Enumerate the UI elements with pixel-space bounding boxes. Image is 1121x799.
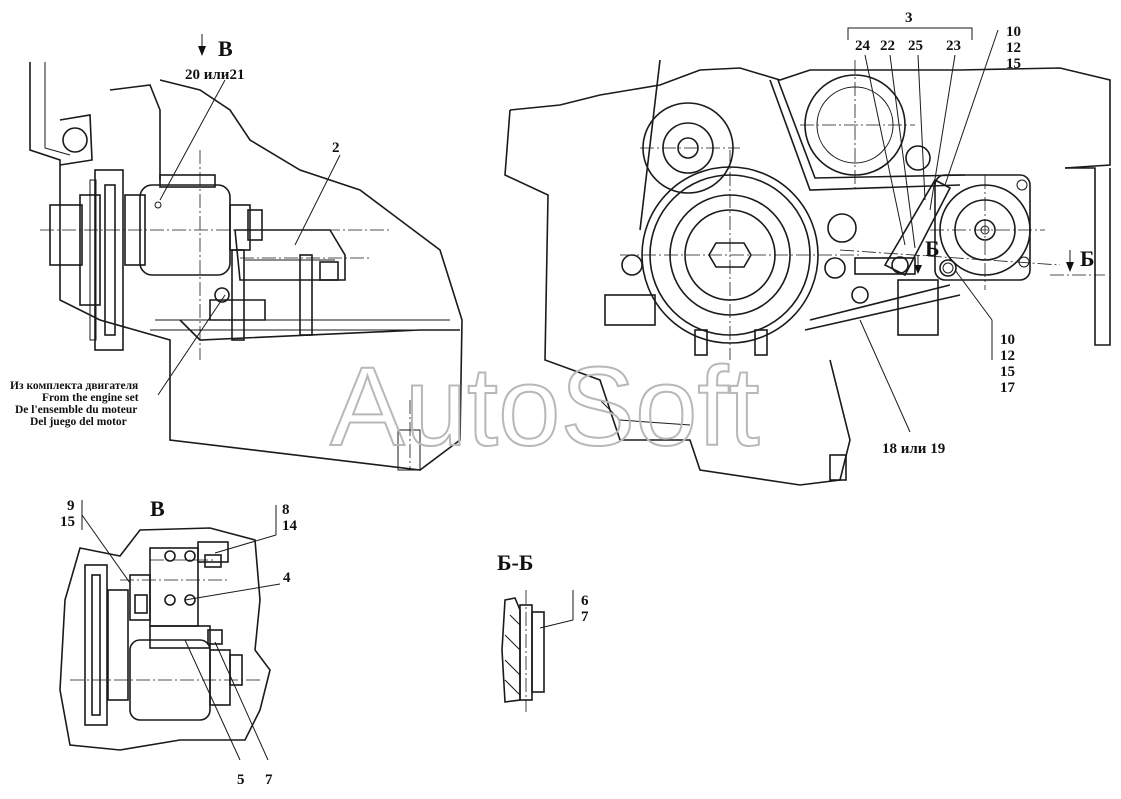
callout-23: 23 [946,38,961,54]
callout-25: 25 [908,38,923,54]
callout-9: 9 [67,498,75,514]
engine-set-note-en: From the engine set [42,392,139,404]
section-b-b [501,590,574,712]
callout-24: 24 [855,38,871,54]
callout-5: 5 [237,772,245,788]
callout-14: 14 [282,518,298,534]
callout-7-section: 7 [581,609,589,625]
callout-12-top: 12 [1006,40,1021,56]
engine-set-note: Из комплекта двигателя From the engine s… [10,380,139,428]
detail-view-v [59,500,281,761]
callout-22: 22 [880,38,895,54]
callout-2: 2 [332,140,340,156]
callout-6: 6 [581,593,589,609]
left-compressor-view [29,34,463,471]
callout-18-or-19: 18 или 19 [882,441,945,457]
callout-3: 3 [905,10,913,26]
right-engine-view [504,27,1111,486]
callout-4: 4 [283,570,291,586]
callout-17: 17 [1000,380,1016,396]
engine-set-note-fr: De l'ensemble du moteur [15,404,137,416]
callout-10-top: 10 [1006,24,1021,40]
callout-15-top: 15 [1006,56,1021,72]
engine-set-note-es: Del juego del motor [30,416,127,428]
watermark: AutoSoft [330,344,760,469]
callout-15-detail: 15 [60,514,75,530]
engine-set-note-ru: Из комплекта двигателя [10,380,138,392]
callout-15-bottom: 15 [1000,364,1015,380]
callout-12-bottom: 12 [1000,348,1015,364]
section-mark-b-right: Б [1080,246,1095,271]
section-mark-b-left: Б [925,236,940,261]
section-title-b-b: Б-Б [497,550,533,575]
callout-7-detail: 7 [265,772,273,788]
view-v-label-top: В [218,36,233,61]
view-v-label-detail: В [150,496,165,521]
callout-10-bottom: 10 [1000,332,1015,348]
callout-8: 8 [282,502,290,518]
callout-20-or-21: 20 или21 [185,67,244,83]
